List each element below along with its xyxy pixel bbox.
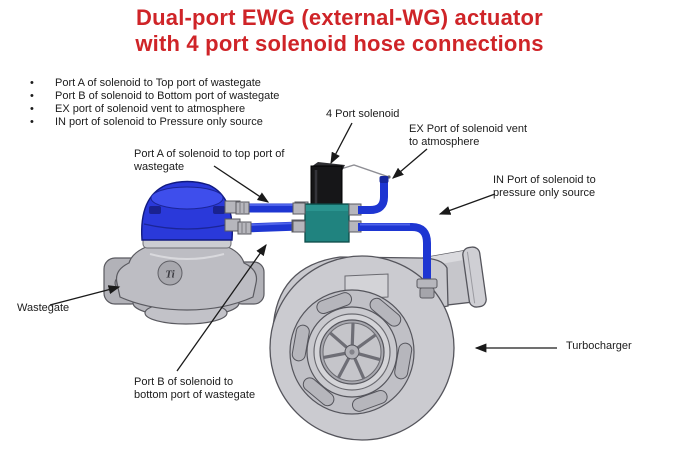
callout-port-a-line2: wastegate [134,161,185,173]
callout-turbocharger: Turbocharger [566,340,632,353]
list-item: • Port B of solenoid to Bottom port of w… [30,90,279,103]
title-line-2: with 4 port solenoid hose connections [135,31,544,56]
callout-port-a: Port A of solenoid to top port of wasteg… [134,148,284,174]
callout-ex-port-line2: to atmosphere [409,136,480,148]
notes-list: • Port A of solenoid to Top port of wast… [30,77,279,129]
wastegate-logo: Ti [165,269,175,281]
list-item: • EX port of solenoid vent to atmosphere [30,103,279,116]
callout-turbocharger-line1: Turbocharger [566,340,632,352]
callout-arrows [49,122,557,372]
bullet-icon: • [30,116,34,128]
arrow-port-b [176,243,267,372]
bullet-icon: • [30,90,34,102]
wastegate-illustration: Ti [103,180,265,325]
wastegate-logo-badge [157,260,183,286]
callout-solenoid: 4 Port solenoid [326,108,399,121]
callout-port-b-line1: Port B of solenoid to [134,376,234,388]
callout-port-a-line1: Port A of solenoid to top port of [134,148,285,160]
page-title: Dual-port EWG (external-WG) actuator wit… [0,5,679,57]
bullet-icon: • [30,77,34,89]
turbocharger-illustration [269,246,487,441]
compressor-wheel [322,322,381,380]
bullet-icon: • [30,103,34,115]
callout-port-b-line2: bottom port of wastegate [134,389,256,401]
arrow-in-port [438,193,496,215]
callout-in-port: IN Port of solenoid to pressure only sou… [493,174,596,200]
note-text: Port A of solenoid to Top port of wasteg… [55,77,261,89]
callout-solenoid-line1: 4 Port solenoid [326,108,400,120]
callout-ex-port-line1: EX Port of solenoid vent [409,123,528,135]
callout-ex-port: EX Port of solenoid vent to atmosphere [409,123,527,149]
arrow-wastegate [49,285,121,306]
hose-in-pressure [358,223,438,299]
callout-wastegate: Wastegate [17,302,69,315]
note-text: IN port of solenoid to Pressure only sou… [55,116,263,128]
arrow-solenoid [330,122,353,165]
note-text: Port B of solenoid to Bottom port of was… [55,90,280,102]
arrow-port-a [213,165,270,203]
callout-wastegate-line1: Wastegate [17,302,70,314]
list-item: • IN port of solenoid to Pressure only s… [30,116,279,129]
hose-ex-vent [358,176,389,214]
callout-in-port-line2: pressure only source [493,187,596,199]
list-item: • Port A of solenoid to Top port of wast… [30,77,279,90]
callout-port-b: Port B of solenoid to bottom port of was… [134,376,255,402]
note-text: EX port of solenoid vent to atmosphere [55,103,246,115]
arrow-ex-port [392,148,428,179]
callout-in-port-line1: IN Port of solenoid to [493,174,596,186]
title-line-1: Dual-port EWG (external-WG) actuator [136,5,543,30]
